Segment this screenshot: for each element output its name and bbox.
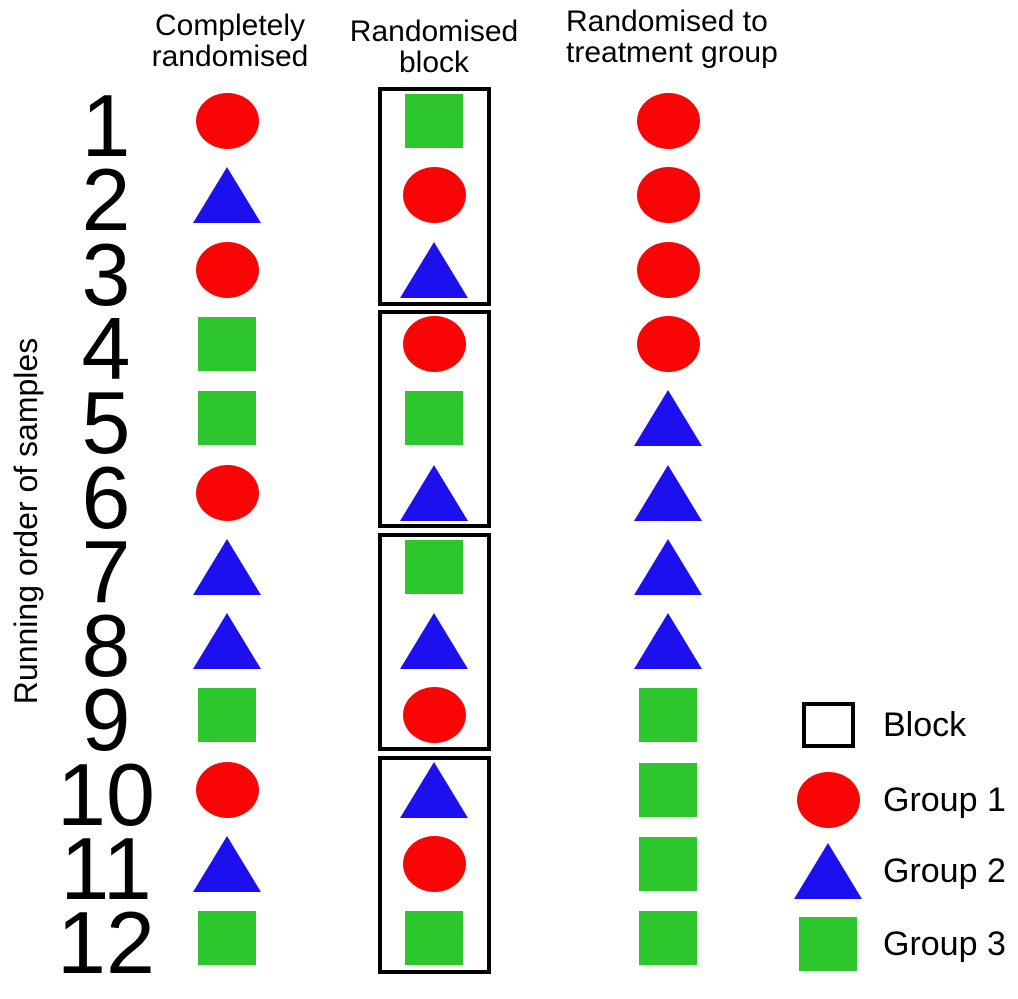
randomised-to-treatment-group-row-1-circle: [636, 93, 700, 149]
completely-randomised-row-3-circle: [195, 241, 259, 298]
block-outline-4: [378, 755, 491, 975]
completely-randomised-row-5-square: [198, 391, 256, 446]
randomised-to-treatment-group-row-12-square: [639, 911, 697, 966]
row-number-12: 12: [57, 893, 155, 993]
completely-randomised-row-9-square: [198, 688, 256, 743]
randomised-block-row-9-circle: [402, 687, 466, 744]
randomised-block-row-3-triangle: [400, 241, 468, 298]
legend-block-icon: [801, 702, 855, 748]
row-number-11: 11: [60, 819, 152, 918]
completely-randomised-row-6-circle: [195, 464, 259, 521]
randomised-block-row-11-circle: [402, 836, 466, 892]
block-outline-3: [378, 532, 491, 752]
legend-square-icon: [799, 917, 857, 971]
completely-randomised-row-8-triangle: [193, 613, 261, 670]
column-header-completely-randomised: Completely randomised: [151, 9, 309, 73]
randomised-block-row-8-triangle: [400, 613, 468, 670]
row-number-9: 9: [81, 670, 131, 770]
randomised-block-row-10-triangle: [400, 761, 468, 818]
randomised-to-treatment-group-row-2-circle: [636, 167, 700, 224]
legend-triangle-icon: [794, 843, 862, 899]
legend-label-group-3: Group 3: [883, 925, 1006, 963]
row-number-5: 5: [81, 373, 131, 473]
randomised-block-row-2-circle: [402, 167, 466, 224]
row-number-8: 8: [81, 596, 131, 696]
randomised-to-treatment-group-row-8-triangle: [634, 613, 702, 670]
row-number-1: 1: [81, 76, 131, 175]
randomised-to-treatment-group-row-9-square: [639, 688, 697, 743]
randomised-to-treatment-group-row-10-square: [639, 762, 697, 817]
legend-label-group-1: Group 1: [883, 781, 1006, 819]
randomised-block-row-7-square: [405, 539, 463, 594]
legend-label-block: Block: [883, 706, 967, 744]
randomised-to-treatment-group-row-6-triangle: [634, 464, 702, 521]
row-number-6: 6: [81, 447, 131, 547]
column-header-randomised-block: Randomised block: [349, 15, 519, 79]
completely-randomised-row-12-square: [198, 911, 256, 966]
randomised-block-row-1-square: [405, 94, 463, 148]
completely-randomised-row-11-triangle: [193, 836, 261, 892]
randomised-to-treatment-group-row-7-triangle: [634, 538, 702, 595]
randomised-block-row-12-square: [405, 911, 463, 966]
row-number-2: 2: [81, 150, 131, 250]
randomised-to-treatment-group-row-5-triangle: [634, 390, 702, 447]
column-header-randomised-to-treatment-group: Randomised to treatment group: [566, 5, 778, 69]
row-number-7: 7: [81, 521, 131, 621]
row-number-10: 10: [57, 744, 155, 844]
randomised-block-row-6-triangle: [400, 464, 468, 521]
randomised-block-row-5-square: [405, 391, 463, 446]
randomised-to-treatment-group-row-4-circle: [636, 315, 700, 372]
completely-randomised-row-2-triangle: [193, 167, 261, 224]
row-number-4: 4: [81, 298, 131, 398]
completely-randomised-row-4-square: [198, 316, 256, 371]
block-outline-2: [378, 309, 491, 529]
randomised-to-treatment-group-row-11-square: [639, 837, 697, 891]
block-outline-1: [378, 87, 491, 306]
completely-randomised-row-1-circle: [195, 93, 259, 149]
completely-randomised-row-10-circle: [195, 761, 259, 818]
legend-label-group-2: Group 2: [883, 852, 1006, 890]
randomised-block-row-4-circle: [402, 315, 466, 372]
randomised-to-treatment-group-row-3-circle: [636, 241, 700, 298]
legend-circle-icon: [796, 772, 860, 828]
completely-randomised-row-7-triangle: [193, 538, 261, 595]
row-number-3: 3: [81, 224, 131, 324]
